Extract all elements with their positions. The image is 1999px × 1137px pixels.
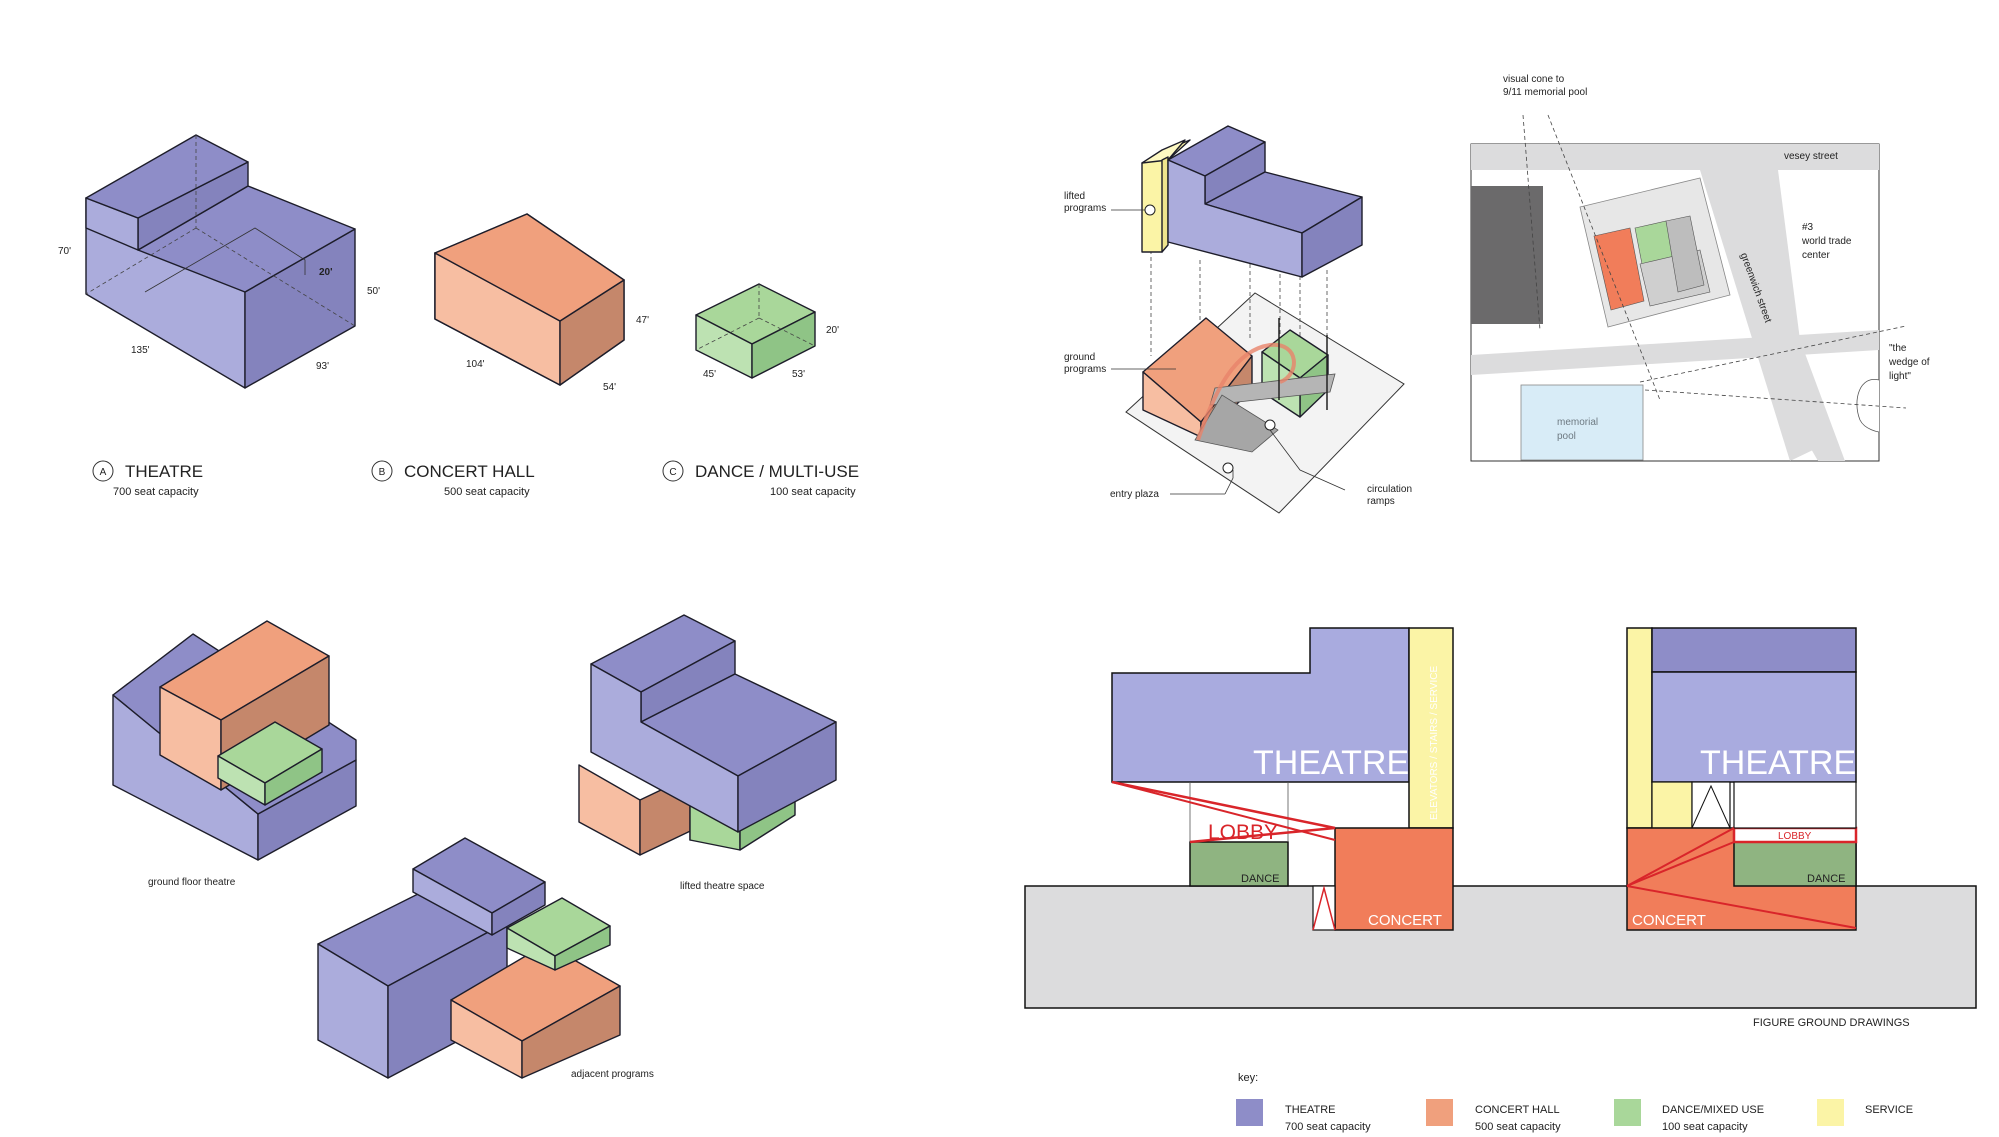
legend-swatch-dance — [1614, 1099, 1641, 1126]
memorial-pool — [1520, 384, 1644, 461]
section2-dance-label: DANCE — [1807, 873, 1846, 885]
dance-letter: C — [669, 467, 676, 478]
adjacent-building — [1471, 186, 1543, 324]
section2-theatre-top — [1651, 627, 1857, 673]
concert-dim-length: 104' — [466, 359, 485, 370]
dance-dim-depth: 53' — [792, 369, 805, 380]
option-adjacent-label: adjacent programs — [571, 1069, 654, 1080]
legend-item-dance: DANCE/MIXED USE 100 seat capacity — [1614, 1099, 1764, 1133]
theatre-section-line — [144, 227, 306, 293]
section1-concert — [1334, 827, 1454, 931]
legend-item-service: SERVICE — [1817, 1099, 1913, 1126]
legend: key: THEATRE 700 seat capacity CONCERT H… — [1236, 1072, 1913, 1133]
theatre-dim-right: 50' — [367, 286, 380, 297]
theatre-high-top — [85, 134, 249, 219]
section2-service — [1626, 627, 1653, 829]
section1-dance — [1189, 841, 1289, 887]
legend-title: key: — [1238, 1072, 1258, 1084]
figure-ground-title: FIGURE GROUND DRAWINGS — [1753, 1017, 1910, 1029]
option-adjacent-programs: adjacent programs — [317, 837, 654, 1080]
section1-service-label: ELEVATORS / STAIRS / SERVICE — [1429, 666, 1440, 820]
legend-swatch-service — [1817, 1099, 1844, 1126]
theatre-capacity: 700 seat capacity — [113, 486, 199, 498]
legend-service-label: SERVICE — [1865, 1104, 1913, 1116]
concert-letter: B — [379, 467, 386, 478]
concert-dim-height: 47' — [636, 315, 649, 326]
legend-concert-sub: 500 seat capacity — [1475, 1121, 1561, 1133]
legend-swatch-theatre — [1236, 1099, 1263, 1126]
legend-swatch-concert — [1426, 1099, 1453, 1126]
section2-dance — [1733, 841, 1857, 887]
section2-concert-label: CONCERT — [1632, 912, 1706, 929]
figure-ground-drawings: ELEVATORS / STAIRS / SERVICE THEATRE LOB… — [1024, 627, 1977, 1029]
section-two: THEATRE LOBBY DANCE CONCERT — [1626, 627, 1858, 931]
section1-theatre-label: THEATRE — [1253, 744, 1409, 782]
section2-lobby-label: LOBBY — [1778, 831, 1812, 842]
theatre-dim-inner: 20' — [319, 267, 333, 278]
legend-dance-label: DANCE/MIXED USE — [1662, 1104, 1764, 1116]
vesey-street-label: vesey street — [1784, 151, 1838, 162]
legend-item-concert: CONCERT HALL 500 seat capacity — [1426, 1099, 1561, 1133]
theatre-dim-depth: 93' — [316, 361, 329, 372]
dance-right — [751, 311, 816, 379]
option-ground-floor-label: ground floor theatre — [148, 877, 236, 888]
legend-item-theatre: THEATRE 700 seat capacity — [1236, 1099, 1371, 1133]
theatre-dim-height: 70' — [58, 246, 71, 257]
dance-title: DANCE / MULTI-USE — [695, 462, 859, 481]
volume-dance: 20' 45' 53' — [695, 283, 839, 380]
legend-dance-sub: 100 seat capacity — [1662, 1121, 1748, 1133]
section1-lobby-label: LOBBY — [1208, 821, 1278, 844]
option-ground-floor-theatre: ground floor theatre — [112, 620, 357, 888]
concert-title: CONCERT HALL — [404, 462, 535, 481]
dance-capacity: 100 seat capacity — [770, 486, 856, 498]
legend-theatre-sub: 700 seat capacity — [1285, 1121, 1371, 1133]
theatre-title: THEATRE — [125, 462, 203, 481]
legend-theatre-label: THEATRE — [1285, 1104, 1336, 1116]
concert-capacity: 500 seat capacity — [444, 486, 530, 498]
section1-dance-label: DANCE — [1241, 873, 1280, 885]
option-lifted-label: lifted theatre space — [680, 881, 765, 892]
theatre-dim-length: 135' — [131, 345, 150, 356]
volume-theatre: 70' 20' 50' 135' 93' — [58, 134, 380, 389]
dance-dim-height: 20' — [826, 325, 839, 336]
legend-concert-label: CONCERT HALL — [1475, 1104, 1560, 1116]
volume-caption-concert: B CONCERT HALL 500 seat capacity — [371, 460, 535, 498]
entry-plaza-label: entry plaza — [1110, 489, 1159, 500]
theatre-letter: A — [100, 467, 107, 478]
section2-theatre-label: THEATRE — [1700, 744, 1856, 782]
dance-dim-length: 45' — [703, 369, 716, 380]
option-lifted-theatre: lifted theatre space — [578, 614, 837, 892]
volume-caption-dance: C DANCE / MULTI-USE 100 seat capacity — [662, 460, 859, 498]
section-one: ELEVATORS / STAIRS / SERVICE THEATRE LOB… — [1111, 627, 1454, 931]
concert-dim-depth: 54' — [603, 382, 616, 393]
volume-caption-theatre: A THEATRE 700 seat capacity — [92, 460, 203, 498]
section1-concert-label: CONCERT — [1368, 912, 1442, 929]
section1-service — [1408, 627, 1454, 829]
volume-concert: 47' 104' 54' — [434, 213, 649, 393]
